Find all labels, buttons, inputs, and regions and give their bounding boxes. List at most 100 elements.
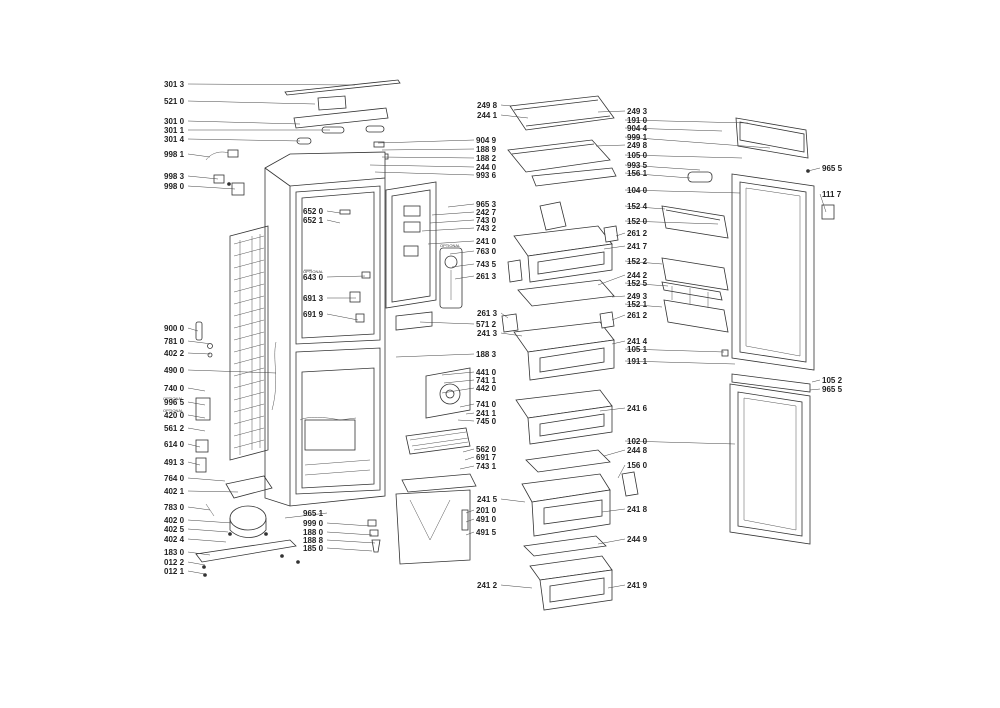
callout-label: 261 2 <box>627 229 648 238</box>
callout-label: 012 2 <box>164 558 185 567</box>
callout-label: 741 0 <box>476 400 497 409</box>
compressor-assembly <box>195 503 381 577</box>
callout-leader <box>624 260 663 265</box>
callout-leader <box>465 531 475 536</box>
callout-leader <box>429 219 475 224</box>
callout-label: 743 0 <box>476 216 497 225</box>
callout-label: 241 0 <box>476 237 497 246</box>
callout-leader <box>427 240 475 245</box>
callout-label: 652 0 <box>303 207 324 216</box>
callout-label: 185 0 <box>303 544 324 553</box>
callout-label: 491 0 <box>476 515 497 524</box>
callout-leader <box>500 332 523 337</box>
callout-label: 249 3 <box>627 107 648 116</box>
callout-label: 301 1 <box>164 126 185 135</box>
callout-leader <box>187 528 229 533</box>
callout-label: 152 1 <box>627 300 648 309</box>
callout-leader <box>599 407 626 412</box>
callout-leader <box>187 83 356 86</box>
callout-leader <box>624 440 736 445</box>
freezer-door-lower <box>729 373 811 545</box>
callout-leader <box>624 119 749 124</box>
callout-label: 691 9 <box>303 310 324 319</box>
callout-label: 999 0 <box>303 519 324 528</box>
callout-leader <box>500 104 513 107</box>
callout-label: 562 0 <box>476 445 497 454</box>
callout-leader <box>624 136 771 149</box>
callout-leader <box>601 508 626 513</box>
callout-label: 241 5 <box>477 495 498 504</box>
callout-leader <box>187 414 206 419</box>
callout-leader <box>326 539 376 544</box>
callout-leader <box>374 171 475 176</box>
callout-leader <box>624 220 719 225</box>
callout-leader <box>611 295 626 298</box>
callout-leader <box>441 387 475 394</box>
callout-leader <box>326 547 373 552</box>
callout-leader <box>381 156 475 159</box>
callout-leader <box>187 519 233 524</box>
callout-leader <box>624 348 725 353</box>
callout-label: 261 3 <box>476 272 497 281</box>
callout-leader <box>187 138 301 142</box>
condenser-coil <box>195 225 277 499</box>
callout-label: 241 9 <box>627 581 648 590</box>
callout-leader <box>451 263 475 268</box>
callout-leader <box>624 172 691 179</box>
fridge-door-upper <box>661 117 835 371</box>
callout-leader <box>381 148 475 151</box>
callout-label: 402 2 <box>164 349 185 358</box>
callout-label: 743 1 <box>476 462 497 471</box>
callout-leader <box>187 153 211 158</box>
callout-label: 102 0 <box>627 437 648 446</box>
callout-leader <box>187 427 206 432</box>
callout-label: 249 3 <box>627 292 648 301</box>
callout-leader <box>819 193 827 213</box>
callout-label: 261 2 <box>627 311 648 320</box>
callout-label: 764 0 <box>164 474 185 483</box>
callout-leader <box>500 312 509 319</box>
callout-leader <box>603 245 626 250</box>
callout-label: 105 2 <box>822 376 843 385</box>
callout-leader <box>595 144 626 147</box>
callout-label: 904 9 <box>476 136 497 145</box>
callout-leader <box>187 120 301 125</box>
callout-label: 643 0 <box>303 273 324 282</box>
callout-leader <box>457 419 475 422</box>
callout-label: 691 7 <box>476 453 497 462</box>
callout-label: 152 2 <box>627 257 648 266</box>
callout-label: 188 9 <box>476 145 497 154</box>
callout-leader <box>187 490 239 493</box>
callout-leader <box>611 314 626 321</box>
callout-leader <box>443 379 475 384</box>
callout-leader <box>326 522 371 527</box>
callout-leader <box>431 211 475 216</box>
callout-leader <box>284 512 328 519</box>
callout-label: 241 4 <box>627 337 648 346</box>
callout-leader <box>624 127 723 132</box>
callout-label: 201 0 <box>476 506 497 515</box>
callout-label: 244 8 <box>627 446 648 455</box>
callout-label: 652 1 <box>303 216 324 225</box>
callout-label: 781 0 <box>164 337 185 346</box>
callout-leader <box>500 584 533 589</box>
callout-leader <box>624 303 663 308</box>
callout-label: 571 2 <box>476 320 497 329</box>
callout-leader <box>449 250 475 255</box>
callout-leader <box>326 531 373 536</box>
callout-label: 402 0 <box>164 516 185 525</box>
optional-tag: OPTIONAL <box>163 396 184 401</box>
callout-leader <box>326 313 359 321</box>
callout-label: 105 0 <box>627 151 648 160</box>
callout-label: 241 2 <box>477 581 498 590</box>
callout-leader <box>597 110 626 113</box>
callout-leader <box>441 371 475 376</box>
callout-label: 965 5 <box>822 164 843 173</box>
callout-leader <box>187 369 277 374</box>
callout-leader <box>187 327 199 332</box>
callout-label: 105 1 <box>627 345 648 354</box>
callout-leader <box>187 185 236 190</box>
callout-label: 745 0 <box>476 417 497 426</box>
callout-label: 111 7 <box>822 190 842 199</box>
